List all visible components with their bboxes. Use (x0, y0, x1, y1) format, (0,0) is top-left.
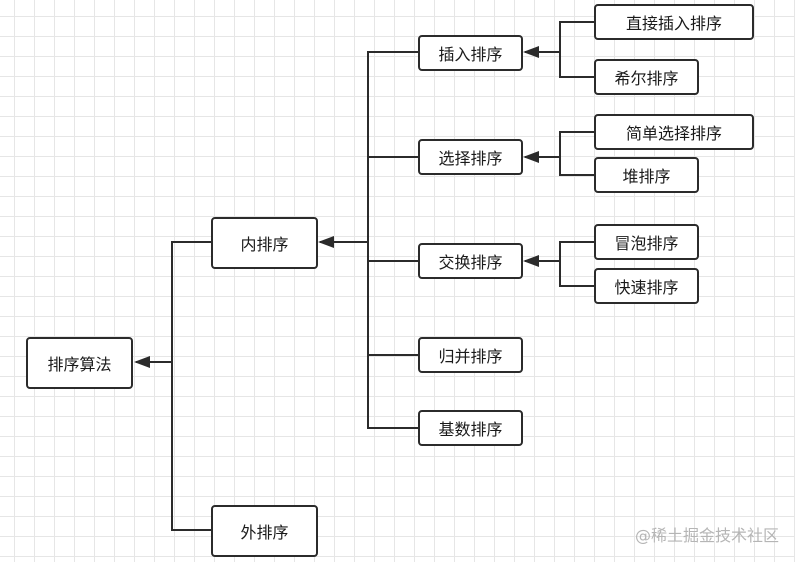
node-label: 快速排序 (614, 278, 679, 297)
connector-root-external (171, 362, 212, 531)
arrow-head-insertion (523, 46, 539, 58)
node-radix-sort: 基数排序 (418, 410, 523, 446)
node-label: 外排序 (240, 523, 289, 542)
arrow-head-selection (523, 151, 539, 163)
node-label: 简单选择排序 (625, 124, 722, 143)
node-label: 排序算法 (47, 355, 112, 374)
node-label: 插入排序 (438, 45, 503, 64)
node-label: 堆排序 (622, 167, 671, 186)
node-external-sorting: 外排序 (211, 505, 318, 557)
watermark: @稀土掘金技术社区 (634, 526, 779, 545)
node-label: 选择排序 (438, 149, 503, 168)
node-root-sorting-algorithms: 排序算法 (26, 337, 133, 389)
connector-root-internal (136, 241, 212, 363)
connector-selection-heap (559, 157, 595, 176)
connector-insertion-shell (559, 52, 595, 78)
node-selection-sort: 选择排序 (418, 139, 523, 175)
node-simple-selection-sort: 简单选择排序 (594, 114, 754, 150)
connector-selection-simple (525, 131, 595, 158)
connector-exchange-bubble (525, 241, 595, 262)
connector-internal-radix (367, 242, 418, 429)
node-insertion-sort: 插入排序 (418, 35, 523, 71)
connector-insertion-direct (525, 21, 595, 53)
node-label: 内排序 (240, 235, 289, 254)
node-straight-insertion-sort: 直接插入排序 (594, 4, 754, 40)
connector-exchange-quick (559, 261, 595, 287)
node-label: 直接插入排序 (625, 14, 722, 33)
connector-internal-insertion (320, 51, 418, 243)
node-label: 基数排序 (438, 420, 503, 439)
node-bubble-sort: 冒泡排序 (594, 224, 699, 260)
node-label: 交换排序 (438, 253, 503, 272)
arrow-head-exchange (523, 255, 539, 267)
arrow-head-root (134, 356, 150, 368)
node-exchange-sort: 交换排序 (418, 243, 523, 279)
node-internal-sorting: 内排序 (211, 217, 318, 269)
node-heap-sort: 堆排序 (594, 157, 699, 193)
arrow-head-internal (318, 236, 334, 248)
node-quick-sort: 快速排序 (594, 268, 699, 304)
node-label: 冒泡排序 (614, 234, 679, 253)
node-label: 希尔排序 (614, 69, 679, 88)
node-merge-sort: 归并排序 (418, 337, 523, 373)
node-label: 归并排序 (438, 347, 503, 366)
node-shell-sort: 希尔排序 (594, 59, 699, 95)
